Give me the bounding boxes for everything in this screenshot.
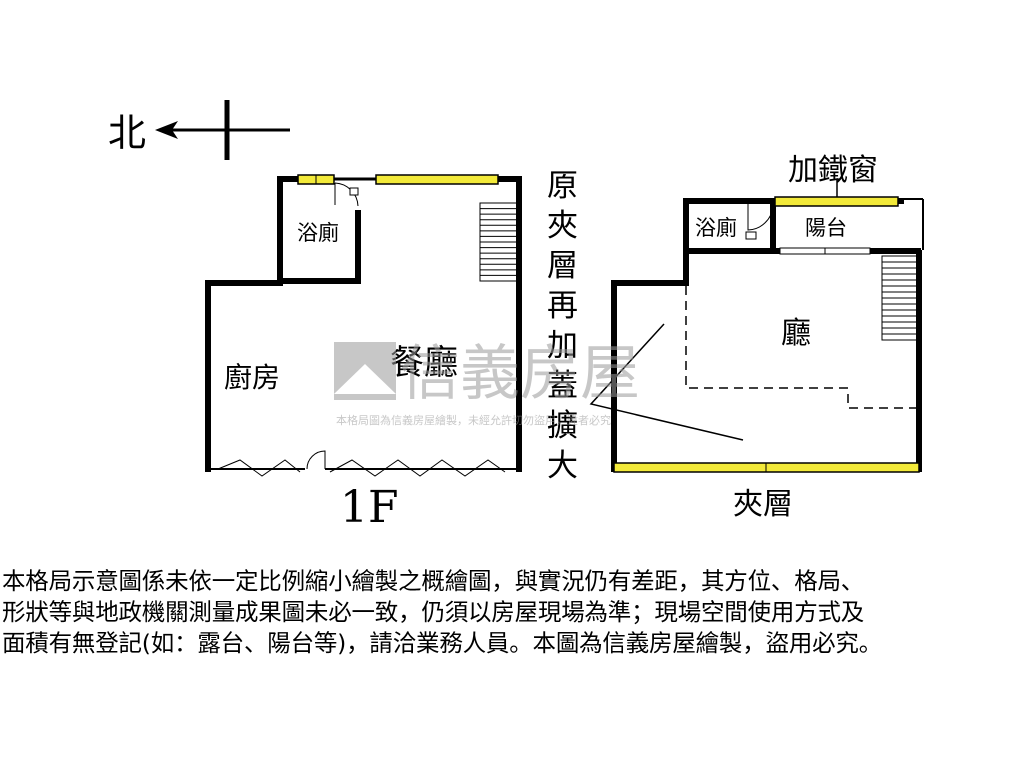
floor-label-mezzanine: 夾層 xyxy=(733,487,793,522)
vertical-note-char: 加 xyxy=(547,328,578,364)
watermark: 信義房屋 本格局圖為信義房屋繪製，未經允許切勿盜用，違者必究 xyxy=(334,339,640,427)
vertical-note-char: 再 xyxy=(547,288,578,324)
north-label: 北 xyxy=(108,111,146,155)
disclaimer-line: 本格局示意圖係未依一定比例縮小繪製之概繪圖，與實況仍有差距，其方位、格局、 xyxy=(2,567,865,595)
disclaimer-line: 形狀等與地政機關測量成果圖未必一致，仍須以房屋現場為準；現場空間使用方式及 xyxy=(2,598,865,626)
watermark-brand: 信義房屋 xyxy=(400,339,640,409)
watermark-small-text: 本格局圖為信義房屋繪製，未經允許切勿盜用，違者必究 xyxy=(336,413,611,427)
disclaimer-line: 面積有無登記(如：露台、陽台等)，請洽業務人員。本圖為信義房屋繪製，盜用必究。 xyxy=(2,629,883,657)
room-label-bathroom: 浴廁 xyxy=(297,221,339,245)
door-swing xyxy=(747,204,774,231)
room-label-hall: 廳 xyxy=(781,316,811,351)
staircase xyxy=(479,202,518,282)
vertical-note-char: 大 xyxy=(547,448,578,484)
mezzanine-outline xyxy=(685,286,919,409)
entry-door-swing xyxy=(306,450,326,470)
window-label: 加鐵窗 xyxy=(788,153,878,188)
disclaimer-text: 本格局示意圖係未依一定比例縮小繪製之概繪圖，與實況仍有差距，其方位、格局、 形狀… xyxy=(2,566,1022,659)
vertical-note-char: 原 xyxy=(547,168,578,204)
room-label-bathroom: 浴廁 xyxy=(695,216,737,240)
floor-label-1f: 1F xyxy=(340,482,399,533)
compass: 北 xyxy=(108,100,290,160)
room-label-dining: 餐廳 xyxy=(390,343,458,383)
vertical-note-char: 擴 xyxy=(547,408,578,444)
vertical-note-char: 夾 xyxy=(547,208,578,244)
folding-door xyxy=(217,459,301,477)
staircase xyxy=(881,255,918,341)
room-label-kitchen: 廚房 xyxy=(224,361,280,394)
vertical-note: 原 夾 層 再 加 蓋 擴 大 xyxy=(547,168,578,484)
brand-logo-icon xyxy=(334,342,396,400)
floor-plan-mezzanine: 浴廁 陽台 廳 加鐵窗 夾層 xyxy=(589,153,924,522)
vertical-note-char: 層 xyxy=(547,248,578,284)
north-arrow-icon xyxy=(155,121,178,139)
annotation-pointer xyxy=(589,323,744,441)
floor-plan-diagram: 北 浴廁 廚房 餐廳 1F 原 夾 xyxy=(108,100,924,533)
vertical-note-char: 蓋 xyxy=(547,368,578,404)
window xyxy=(774,196,899,207)
room-label-balcony: 陽台 xyxy=(805,216,847,240)
folding-door xyxy=(329,459,506,477)
floor-plan-1f: 浴廁 廚房 餐廳 1F xyxy=(205,174,522,533)
window xyxy=(375,174,499,185)
